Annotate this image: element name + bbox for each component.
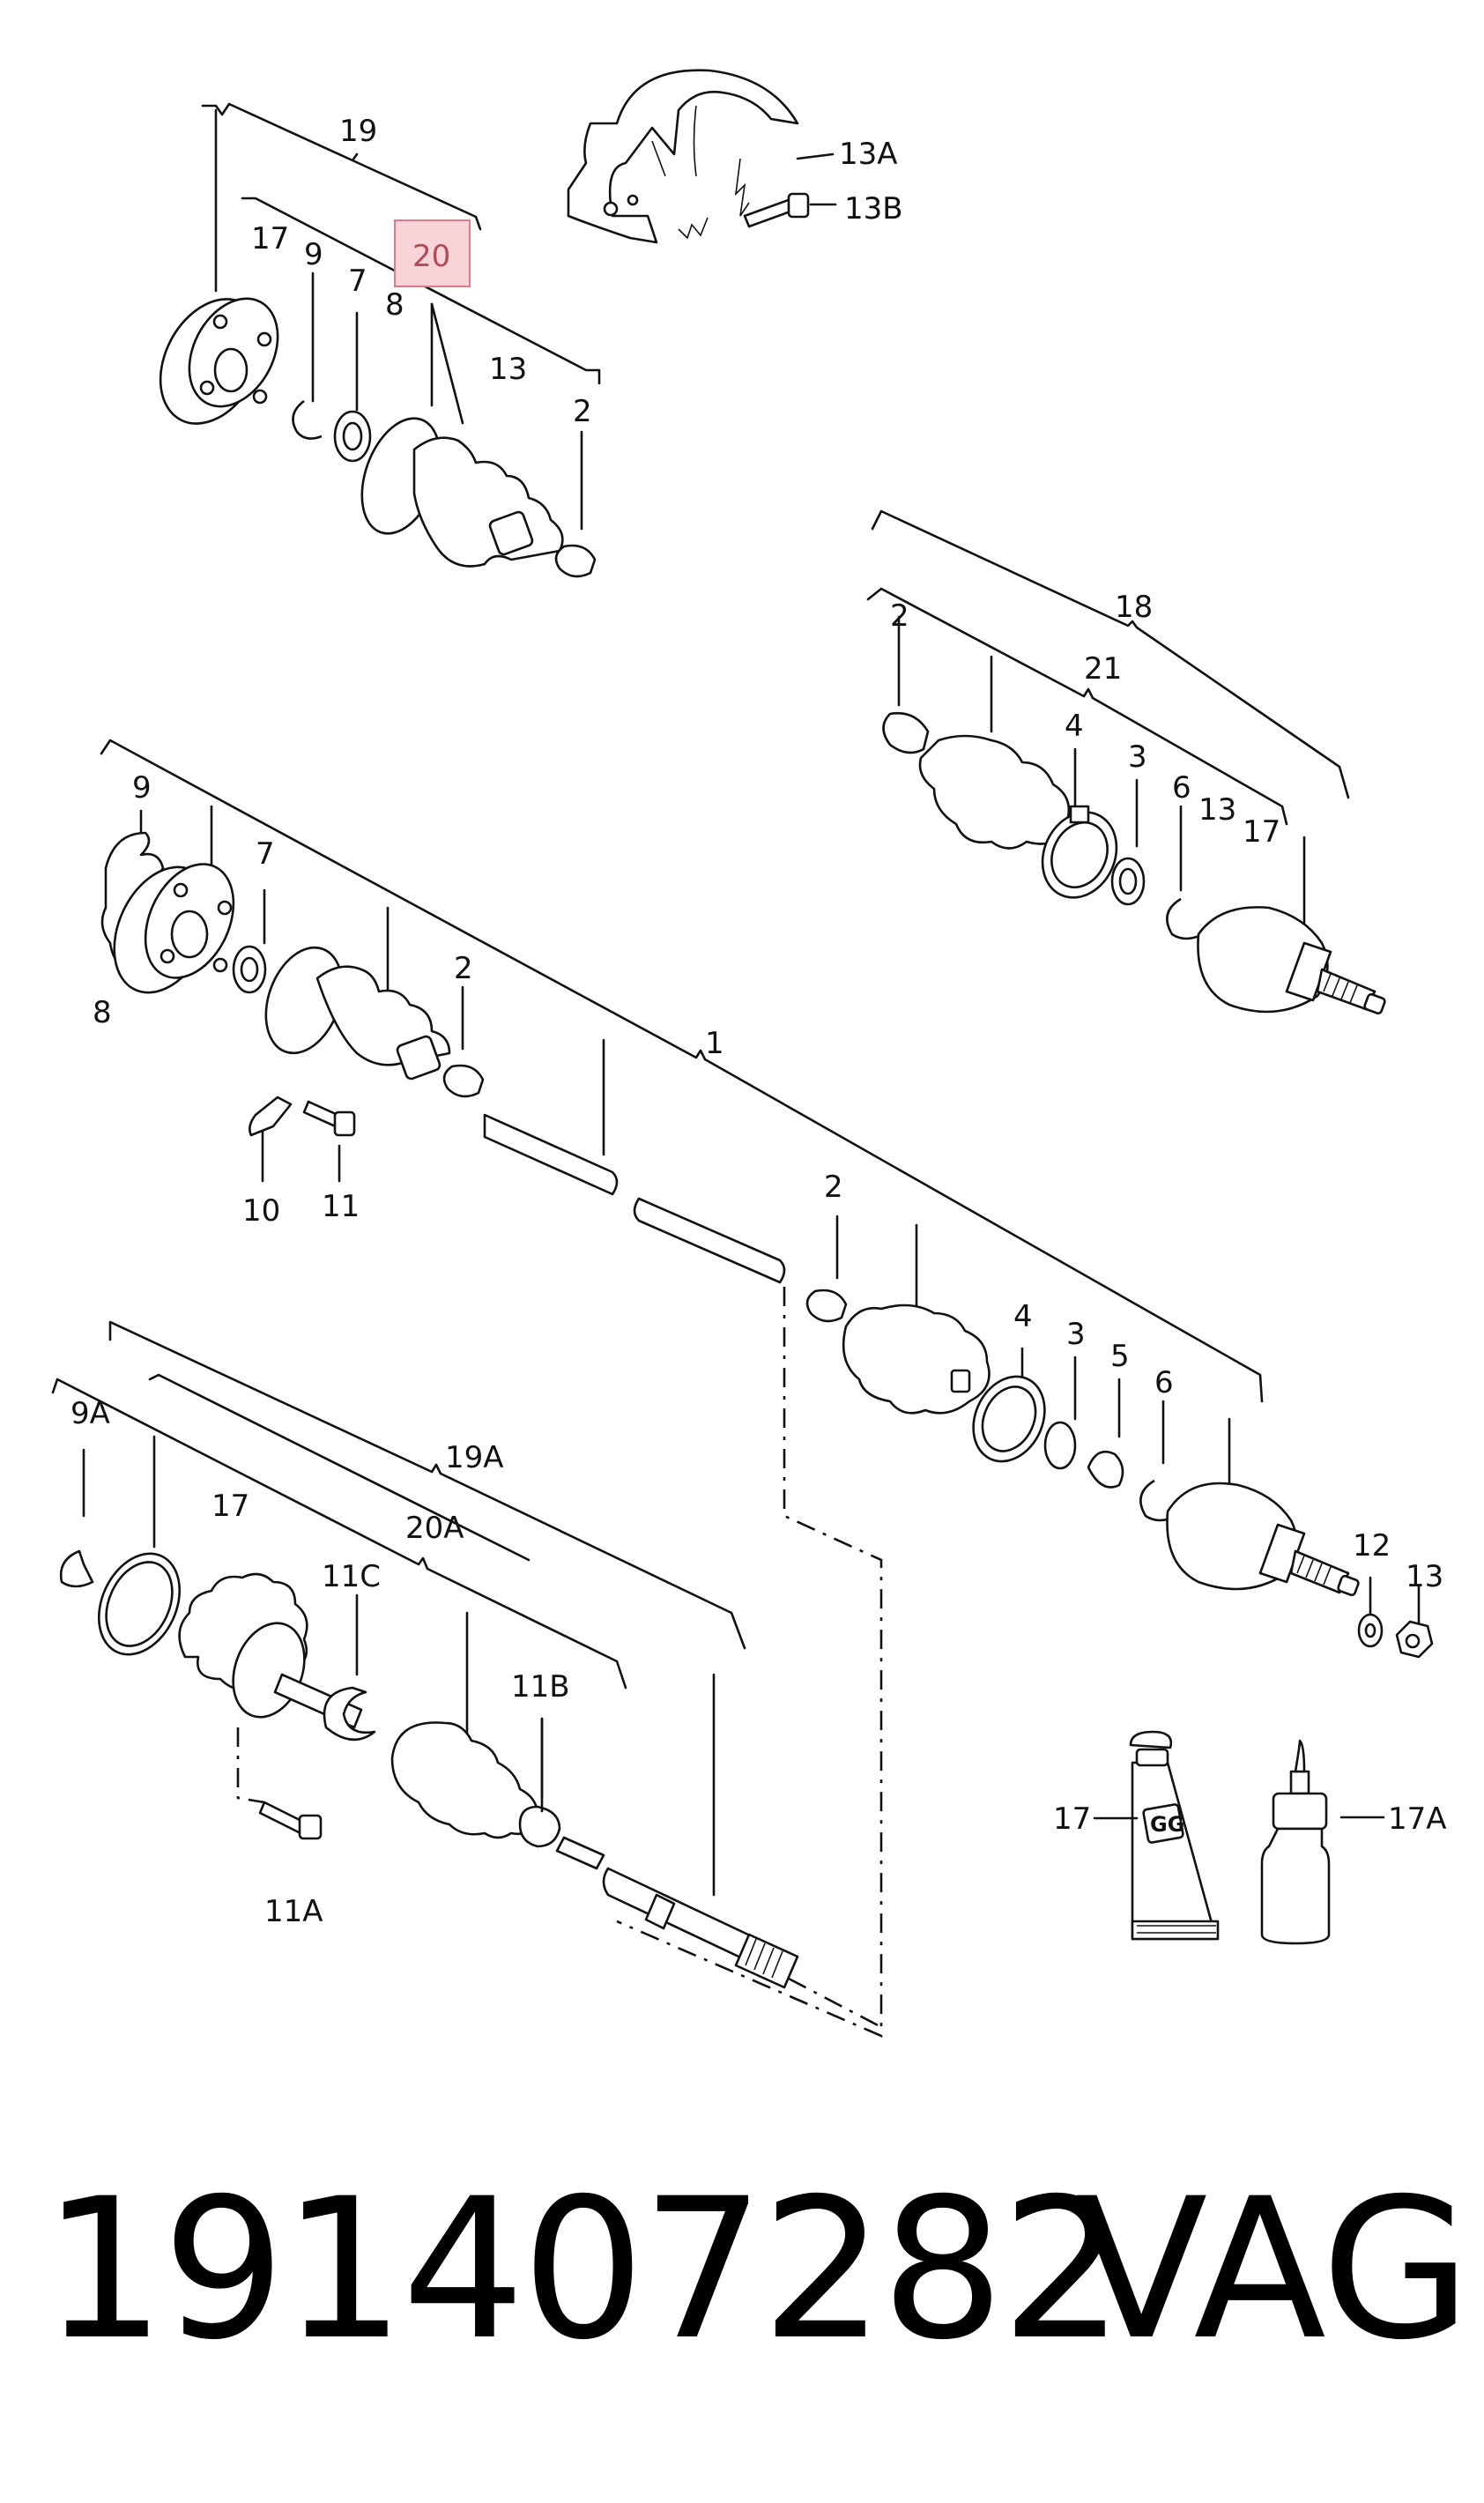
brand-name: VAG: [1075, 2157, 1472, 2382]
label-2: 2: [454, 951, 473, 986]
boot-assembly-top: [360, 417, 564, 568]
label-17: 17: [1053, 1801, 1091, 1837]
label-4: 4: [1013, 1299, 1033, 1334]
label-6: 6: [1172, 770, 1191, 806]
label-20A: 20A: [405, 1511, 464, 1546]
cv-joint-flange-top: [159, 297, 279, 425]
label-2: 2: [824, 1170, 843, 1205]
group-19: 19 17 9 7 8 20 13 2: [159, 102, 601, 578]
boot-middle-left: [264, 946, 451, 1081]
ring-middle: [1043, 1421, 1077, 1470]
bracket-10: [249, 1096, 293, 1137]
clamp-middle-right: [805, 1289, 848, 1323]
label-17A: 17A: [1388, 1801, 1447, 1837]
label-2: 2: [573, 394, 592, 429]
label-3: 3: [1128, 739, 1147, 775]
label-7: 7: [256, 836, 275, 872]
label-10: 10: [242, 1193, 280, 1229]
label-11B: 11B: [511, 1669, 570, 1705]
bolt-11A: [258, 1801, 323, 1840]
heat-shield: [567, 69, 799, 244]
label-1: 1: [705, 1026, 724, 1061]
label-6: 6: [1154, 1365, 1174, 1400]
clamp-top: [554, 544, 597, 578]
label-7: 7: [348, 264, 367, 299]
tube-label: GG: [1150, 1812, 1184, 1837]
ring-11B: [518, 1805, 561, 1848]
label-12: 12: [1353, 1528, 1391, 1563]
highlight-box-20: [394, 219, 471, 287]
label-13: 13: [1406, 1559, 1443, 1594]
label-3: 3: [1066, 1317, 1086, 1352]
label-19A: 19A: [445, 1440, 504, 1475]
label-9: 9: [132, 770, 152, 806]
group-19A: 9A 17 19A 20A 11C 11B 11A: [51, 1320, 882, 2029]
label-4: 4: [1065, 709, 1084, 744]
outer-cv-joint-right: [1197, 906, 1386, 1015]
label-20-highlighted: 20: [412, 239, 450, 274]
label-13: 13: [489, 352, 527, 387]
cv-joint-flange-middle: [113, 863, 235, 994]
label-21: 21: [1084, 651, 1122, 687]
dished-ring-5: [1087, 1450, 1124, 1489]
label-8: 8: [385, 287, 404, 323]
label-9: 9: [304, 237, 323, 272]
grease-tube: GG: [1129, 1730, 1220, 1941]
label-2: 2: [890, 598, 909, 634]
group-1: 9 7 8 2 1 10 11 2 4 3 5 6 12 13: [93, 739, 1443, 2038]
label-17: 17: [211, 1489, 249, 1524]
drive-shaft-middle: [483, 1113, 786, 1284]
clip-11C: [323, 1686, 376, 1742]
circlip-top: [292, 399, 323, 440]
bolt-11: [302, 1100, 356, 1137]
label-11: 11: [322, 1189, 360, 1224]
label-13B: 13B: [844, 191, 903, 227]
part-number: 191407282: [42, 2157, 1124, 2382]
heat-shield-group: 13A 13B: [567, 69, 903, 244]
label-18: 18: [1115, 590, 1153, 625]
circlip-right: [1166, 897, 1204, 940]
label-9A: 9A: [70, 1396, 110, 1431]
label-5: 5: [1110, 1339, 1130, 1374]
bolt-13B: [743, 192, 810, 228]
label-17: 17: [251, 221, 289, 256]
group-18: 18 2 21 4 3 6 13 17: [866, 509, 1386, 1015]
grease-bottle: [1260, 1739, 1331, 1945]
clamp-right: [882, 711, 930, 754]
outer-cv-joint-middle: [1166, 1482, 1360, 1597]
exploded-parts-diagram: 19 17 9 7 8 20 13 2 13A 13B: [51, 69, 1447, 2038]
grease-group: GG 17 17A: [1053, 1730, 1447, 1945]
label-13: 13: [1198, 792, 1236, 828]
label-11A: 11A: [264, 1894, 323, 1929]
shaft-bottom: [602, 1867, 799, 1989]
label-13A: 13A: [839, 137, 898, 172]
boot-20A: [390, 1721, 539, 1839]
label-19: 19: [339, 114, 377, 149]
label-17: 17: [1243, 814, 1280, 850]
boot-middle-right: [842, 1303, 991, 1415]
clamp-middle-left: [442, 1064, 485, 1098]
boot-right: [918, 734, 1071, 850]
label-8: 8: [93, 995, 112, 1030]
label-11C: 11C: [322, 1559, 381, 1594]
circlip-9A: [59, 1549, 94, 1588]
